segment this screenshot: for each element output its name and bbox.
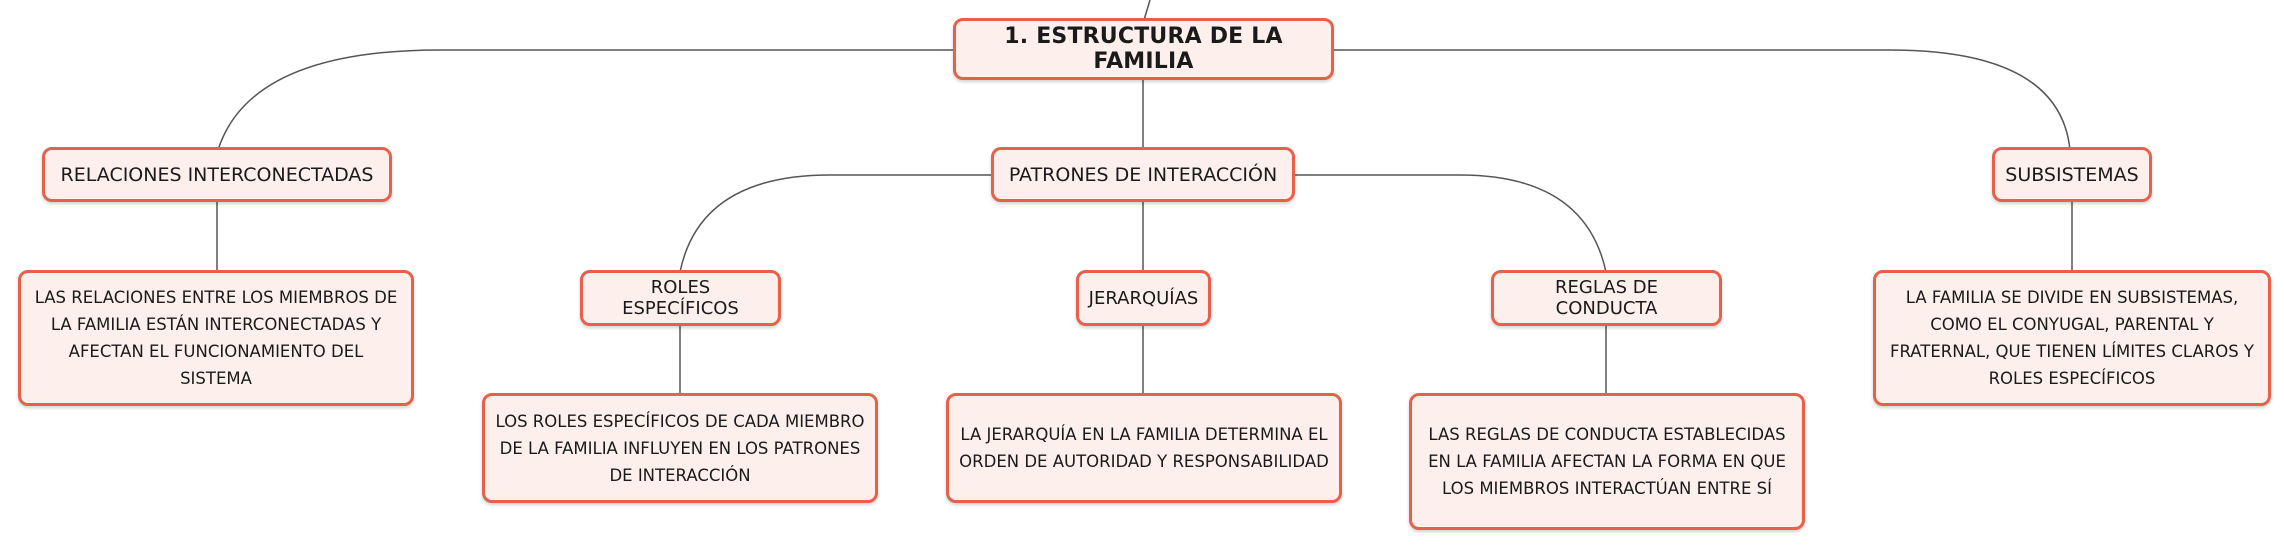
topic-label: PATRONES DE INTERACCIÓN [1008,163,1278,186]
subtopic-label: REGLAS DE CONDUCTA [1555,277,1658,319]
detail-text: LAS REGLAS DE CONDUCTA ESTABLECIDAS EN L… [1428,425,1786,498]
topic-label: SUBSISTEMAS [2005,163,2139,186]
detail-roles-especificos[interactable]: LOS ROLES ESPECÍFICOS DE CADA MIEMBRO DE… [482,393,878,503]
detail-text: LAS RELACIONES ENTRE LOS MIEMBROS DE LA … [34,288,398,388]
connector-root-subsistemas [1333,49,2071,151]
connector-root-relaciones [217,49,955,151]
detail-jerarquias[interactable]: LA JERARQUÍA EN LA FAMILIA DETERMINA EL … [946,393,1342,503]
subtopic-jerarquias[interactable]: JERARQUÍAS [1076,270,1211,326]
subtopic-reglas-de-conducta[interactable]: REGLAS DE CONDUCTA [1491,270,1722,326]
detail-relaciones-interconectadas[interactable]: LAS RELACIONES ENTRE LOS MIEMBROS DE LA … [18,270,414,406]
detail-reglas-de-conducta[interactable]: LAS REGLAS DE CONDUCTA ESTABLECIDAS EN L… [1409,393,1805,530]
topic-patrones-de-interaccion[interactable]: PATRONES DE INTERACCIÓN [991,147,1295,202]
connector-patrones-roles [679,174,993,273]
topic-subsistemas[interactable]: SUBSISTEMAS [1992,147,2152,202]
topic-relaciones-interconectadas[interactable]: RELACIONES INTERCONECTADAS [42,147,392,202]
topic-label: RELACIONES INTERCONECTADAS [60,163,374,186]
subtopic-label: ROLES ESPECÍFICOS [622,277,739,319]
connector-patrones-reglas [1293,174,1607,273]
detail-subsistemas[interactable]: LA FAMILIA SE DIVIDE EN SUBSISTEMAS, COM… [1873,270,2271,406]
detail-text: LOS ROLES ESPECÍFICOS DE CADA MIEMBRO DE… [495,411,865,485]
detail-text: LA FAMILIA SE DIVIDE EN SUBSISTEMAS, COM… [1889,288,2255,388]
subtopic-label: JERARQUÍAS [1088,287,1199,309]
root-label: 1. ESTRUCTURA DE LA FAMILIA [1004,24,1283,74]
detail-text: LA JERARQUÍA EN LA FAMILIA DETERMINA EL … [959,425,1329,471]
root-node[interactable]: 1. ESTRUCTURA DE LA FAMILIA [953,18,1334,80]
connector-root-stub [1143,0,1151,21]
subtopic-roles-especificos[interactable]: ROLES ESPECÍFICOS [580,270,781,326]
